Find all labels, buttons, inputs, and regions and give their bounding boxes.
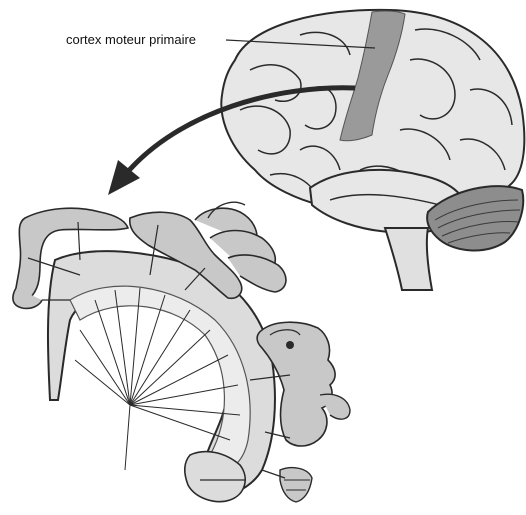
motor-cortex-label: cortex moteur primaire — [66, 32, 196, 47]
throat-icon — [280, 468, 312, 502]
